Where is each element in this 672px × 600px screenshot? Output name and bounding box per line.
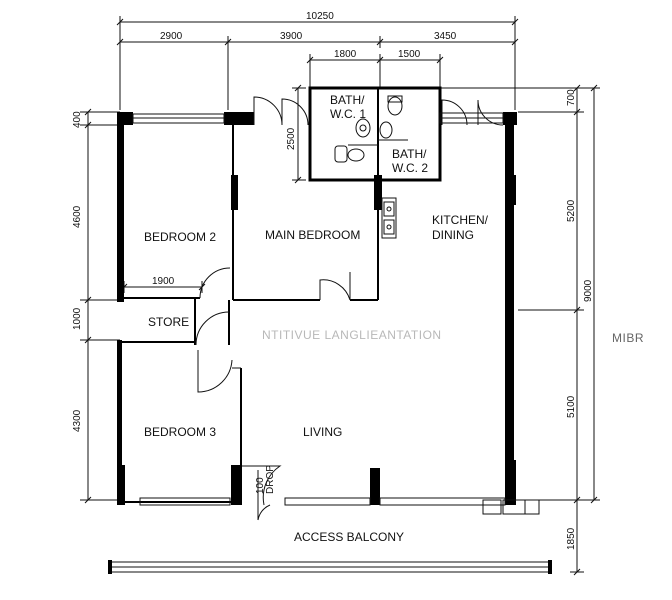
label-bath2-a: BATH/ [392, 147, 427, 161]
dim-left-2: 4600 [72, 205, 83, 228]
dim-segment-3: 3450 [434, 31, 457, 42]
dim-segment-1: 2900 [160, 31, 183, 42]
dim-segment-2: 3900 [280, 31, 303, 42]
label-living: LIVING [303, 425, 342, 439]
label-drop: 100DROP [255, 465, 276, 494]
label-bath2-b: W.C. 2 [392, 161, 428, 175]
dim-bath-2: 1500 [398, 49, 421, 60]
dim-left-3: 1000 [72, 307, 83, 330]
label-main-bedroom: MAIN BEDROOM [265, 228, 360, 242]
dim-left-4: 4300 [72, 409, 83, 432]
walls [108, 86, 552, 574]
dim-overall-width: 10250 [306, 11, 334, 22]
label-kitchen-a: KITCHEN/ [432, 213, 489, 227]
dim-bath-depth: 2500 [286, 127, 297, 150]
dim-balcony-depth: 1850 [566, 527, 577, 550]
dim-store-width: 1900 [152, 276, 175, 287]
dim-bath-1: 1800 [334, 49, 357, 60]
label-store: STORE [148, 315, 189, 329]
label-bath1-b: W.C. 1 [330, 107, 366, 121]
label-bedroom-3: BEDROOM 3 [144, 425, 216, 439]
room-labels: BATH/ W.C. 1 BATH/ W.C. 2 BEDROOM 2 MAIN… [144, 93, 489, 544]
dim-right-3: 5100 [566, 395, 577, 418]
dim-right-2: 5200 [566, 199, 577, 222]
label-kitchen-b: DINING [432, 228, 474, 242]
dim-right-overall: 9000 [583, 279, 594, 302]
watermark-center: NTITIVUE LANGLIEANTATION [262, 328, 442, 342]
label-access-balcony: ACCESS BALCONY [294, 530, 404, 544]
dim-right-1: 700 [566, 89, 577, 106]
fixtures [334, 95, 403, 239]
doors [195, 96, 504, 521]
label-bath1-a: BATH/ [330, 93, 365, 107]
watermark-right: MIBR [612, 331, 644, 345]
dimension-lines [80, 16, 600, 576]
dim-left-1: 400 [72, 111, 83, 128]
label-bedroom-2: BEDROOM 2 [144, 230, 216, 244]
